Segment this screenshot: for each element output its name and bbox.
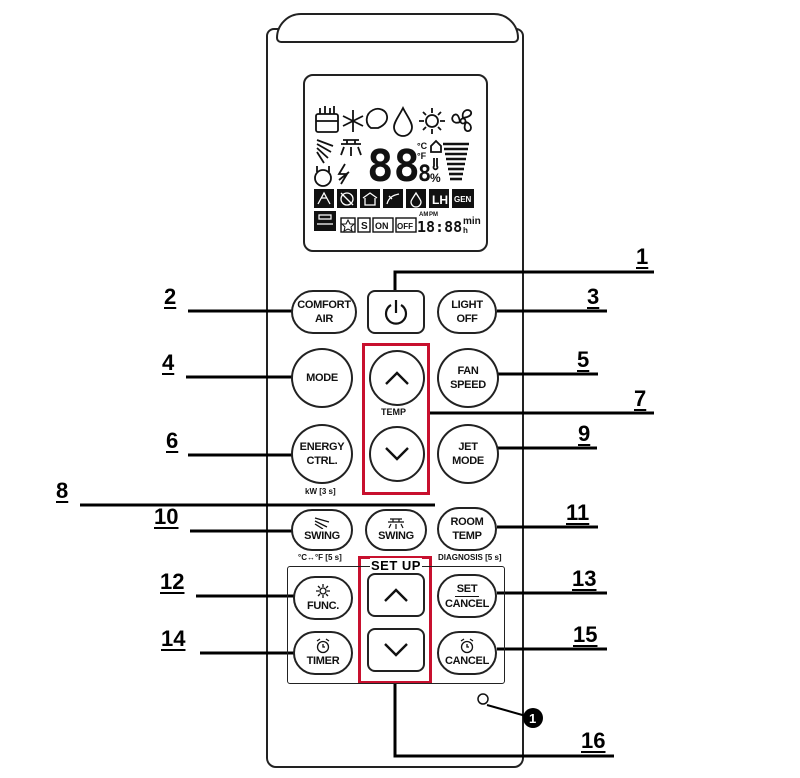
callout-12: 12 [160, 569, 185, 594]
callout-2: 2 [164, 284, 177, 309]
cancel-button[interactable]: CANCEL [437, 631, 497, 675]
swing-vertical-icon [314, 517, 330, 529]
chevron-up-icon [385, 371, 409, 385]
callout-8: 8 [56, 478, 69, 503]
func-button[interactable]: FUNC. [293, 576, 353, 620]
lcd-pm: PM [429, 212, 438, 218]
sensor-marker-number: 1 [529, 711, 536, 726]
lcd-min: min [463, 216, 481, 227]
swing-vertical-button[interactable]: SWING [291, 509, 353, 551]
heater-icon [315, 106, 339, 133]
lcd-icons: 88 8 °C °F % LH GEN [314, 105, 481, 236]
callout-10: 10 [154, 504, 179, 529]
lcd-am: AM [419, 212, 428, 218]
temp-down-button[interactable] [369, 426, 425, 482]
chevron-down-icon [384, 643, 408, 657]
callout-7: 7 [634, 386, 647, 411]
swing-horizontal-icon [340, 139, 362, 156]
setup-highlight-box [358, 556, 432, 684]
energy-ctrl-sublabel: kW [3 s] [305, 487, 336, 496]
setup-label: SET UP [370, 557, 422, 573]
lcd-gen: GEN [454, 195, 472, 204]
power-button[interactable] [367, 290, 425, 334]
timer-button[interactable]: TIMER [293, 631, 353, 675]
indoor-temp-icon [430, 139, 442, 171]
lcd-unit-percent: % [430, 171, 441, 185]
set-cancel-button[interactable]: SET CANCEL [437, 574, 497, 618]
lcd-off: OFF [397, 222, 413, 231]
callout-11: 11 [566, 500, 590, 525]
callout-13: 13 [572, 566, 597, 591]
sun-icon [419, 108, 445, 134]
callout-3: 3 [587, 284, 600, 309]
mode-button[interactable]: MODE [291, 348, 353, 408]
ir-sensor: 1 [477, 693, 543, 728]
line-1 [393, 270, 654, 296]
jet-mode-button[interactable]: JET MODE [437, 424, 499, 484]
swing-vertical-icon [316, 139, 334, 164]
callout-14: 14 [161, 626, 186, 651]
fan-speed-bars-icon [443, 142, 469, 181]
auto-mode-icon [365, 107, 389, 129]
fan-speed-button[interactable]: FAN SPEED [437, 348, 499, 408]
callout-9: 9 [578, 421, 591, 446]
temp-label: TEMP [381, 407, 407, 417]
callout-15: 15 [573, 622, 598, 647]
swing-horizontal-icon [388, 518, 404, 529]
energy-ctrl-button[interactable]: ENERGY CTRL. [291, 424, 353, 484]
fan-icon [451, 109, 473, 132]
setup-down-button[interactable] [367, 628, 425, 672]
lcd-on: ON [375, 221, 389, 231]
lcd-lh: LH [432, 193, 448, 207]
room-temp-sublabel: DIAGNOSIS [5 s] [438, 553, 502, 562]
sensor-icon [477, 693, 489, 705]
star-box-icon [340, 217, 356, 233]
setup-up-button[interactable] [367, 573, 425, 617]
alarm-clock-icon [460, 638, 474, 654]
alarm-clock-icon [316, 638, 330, 654]
swing-vertical-sublabel: °C↔°F [5 s] [298, 553, 342, 562]
comfort-air-button[interactable]: COMFORT AIR [291, 290, 357, 334]
lcd-unit-c: °C [417, 141, 428, 151]
callout-16: 16 [581, 728, 606, 753]
temp-up-button[interactable] [369, 350, 425, 406]
callout-6: 6 [166, 428, 179, 453]
callout-1: 1 [636, 244, 649, 269]
lcd-s: S [361, 221, 368, 232]
gear-icon [316, 584, 330, 598]
bolt-icon [337, 163, 350, 185]
line-16 [393, 682, 614, 758]
power-icon [384, 300, 408, 325]
callout-4: 4 [162, 350, 175, 375]
lcd-unit-f: °F [417, 151, 427, 161]
temp-highlight-box [362, 343, 430, 495]
room-temp-button[interactable]: ROOM TEMP [437, 507, 497, 551]
lcd-clock: 18:88 [417, 218, 462, 236]
swing-horizontal-button[interactable]: SWING [365, 509, 427, 551]
lcd-temp-decimal: 8 [418, 162, 431, 187]
callout-5: 5 [577, 347, 590, 372]
snowflake-icon [342, 110, 364, 132]
lcd-temp-digits: 88 [367, 141, 420, 192]
function-icon-row: LH GEN [314, 189, 474, 208]
energy-plug-icon [314, 166, 332, 187]
sensor-marker [523, 708, 543, 728]
lcd-h: h [463, 226, 468, 235]
chevron-down-icon [385, 447, 409, 461]
remote-top-cap [276, 13, 519, 43]
drop-icon [393, 105, 413, 137]
light-off-button[interactable]: LIGHT OFF [437, 290, 497, 334]
chevron-up-icon [384, 588, 408, 602]
